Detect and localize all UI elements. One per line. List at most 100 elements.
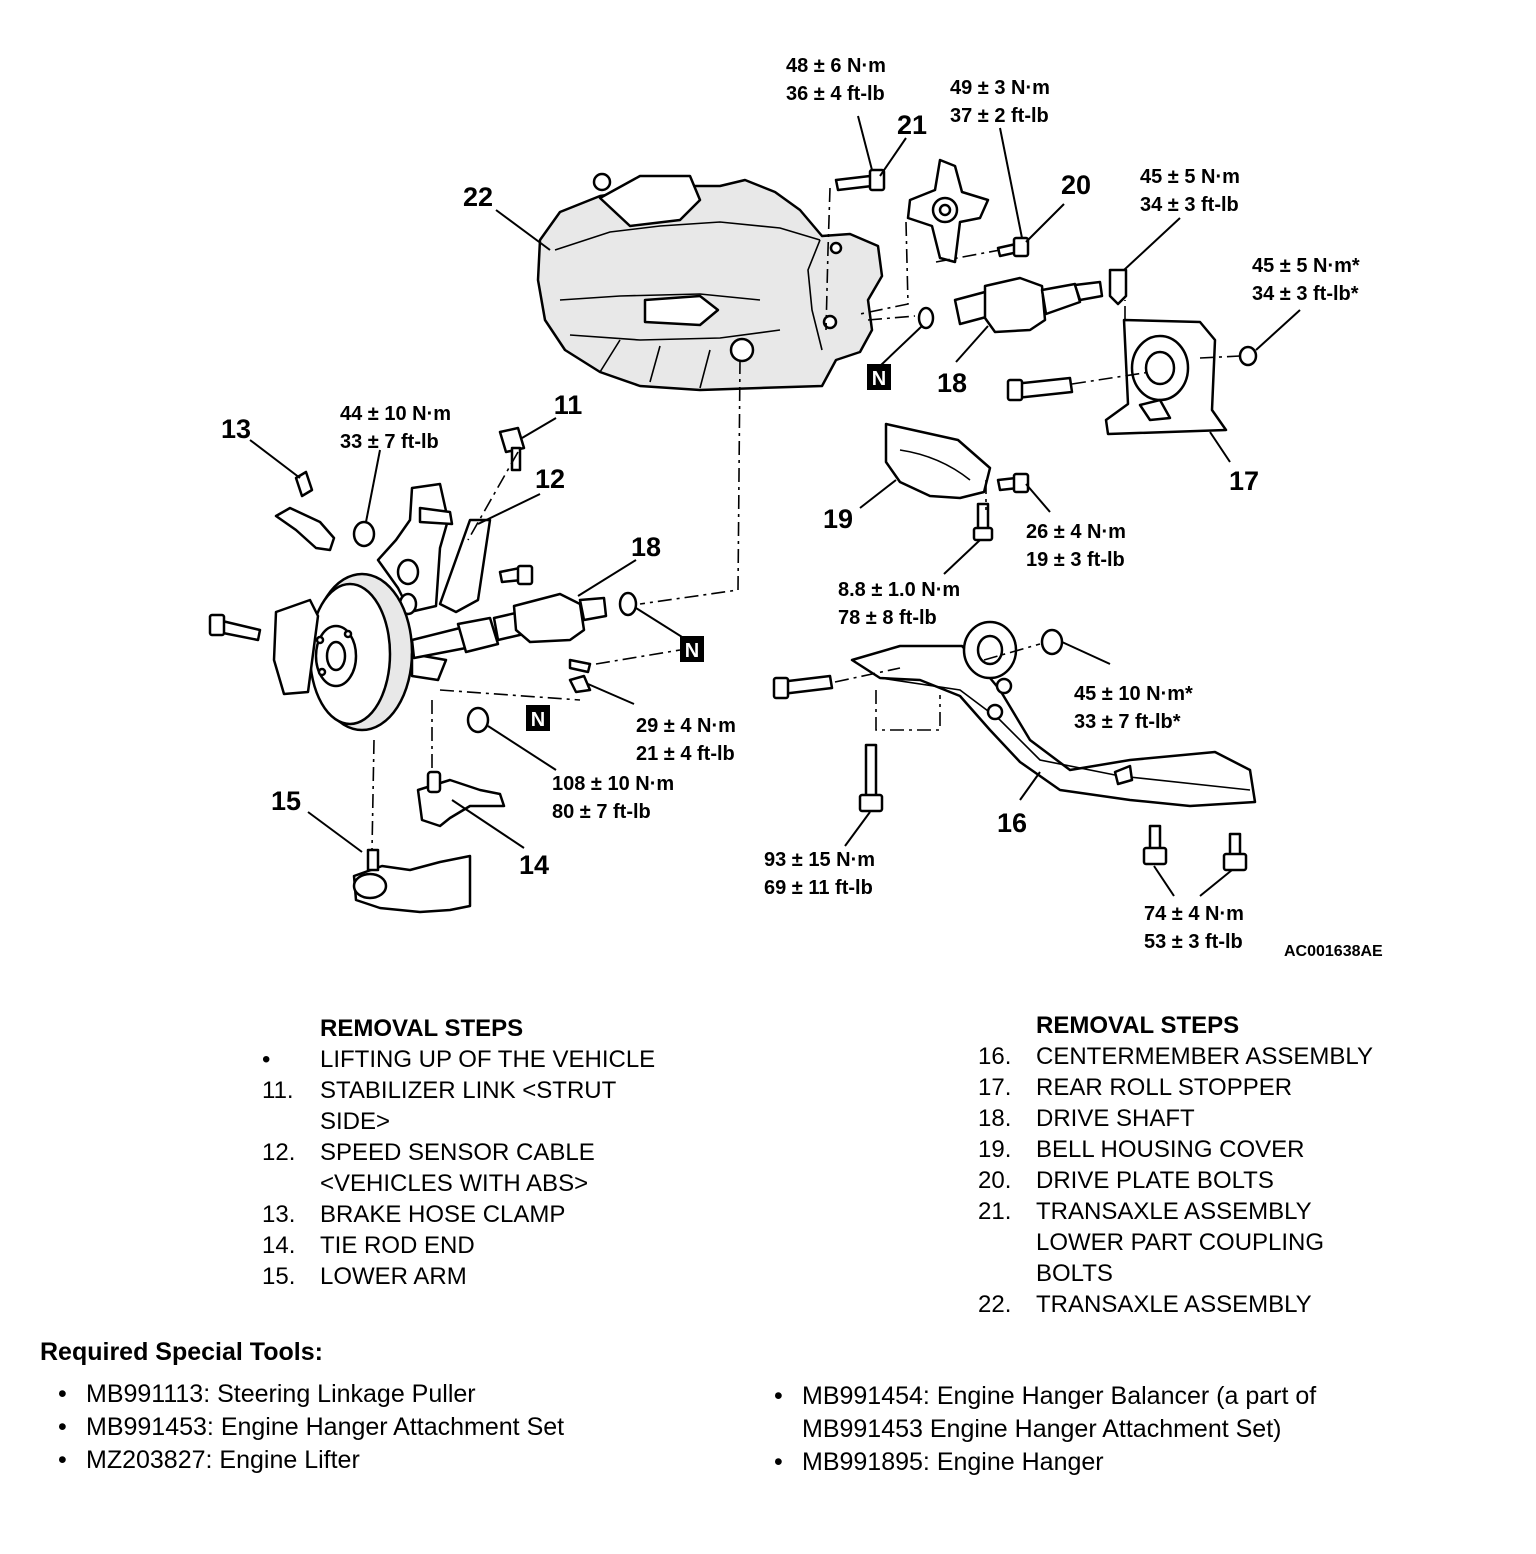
- list-item: 17. REAR ROLL STOPPER: [978, 1072, 1448, 1103]
- drive-plate-drawing: [906, 158, 990, 264]
- bell-housing-cover-drawing: [884, 422, 1030, 542]
- tool-text: MB991453: Engine Hanger Attachment Set: [86, 1413, 565, 1441]
- step-text: BELL HOUSING COVER: [1036, 1136, 1305, 1163]
- bullet-icon: •: [58, 1413, 67, 1441]
- assembly-dash-lines: [371, 187, 1241, 851]
- centermember-assembly-drawing: [772, 620, 1257, 872]
- list-item: 12. SPEED SENSOR CABLE <VEHICLES WITH AB…: [262, 1137, 722, 1199]
- torque-12-ftlb: 21 ± 4 ft-lb: [636, 743, 735, 765]
- torque-20-ftlb: 37 ± 2 ft-lb: [950, 105, 1049, 127]
- callout-21: 21: [897, 110, 927, 140]
- list-item: 16. CENTERMEMBER ASSEMBLY: [978, 1041, 1448, 1072]
- step-text-cont: SIDE>: [320, 1108, 391, 1135]
- step-number: 21.: [978, 1198, 1012, 1225]
- step-number: 16.: [978, 1043, 1012, 1070]
- step-number: 15.: [262, 1263, 296, 1290]
- torque-20-nm: 49 ± 3 N·m: [950, 77, 1050, 99]
- list-item: • MB991454: Engine Hanger Balancer (a pa…: [774, 1380, 1474, 1446]
- step-text: LIFTING UP OF THE VEHICLE: [320, 1046, 656, 1073]
- step-number: 18.: [978, 1105, 1012, 1132]
- torque-16c-nm: 74 ± 4 N·m: [1144, 903, 1244, 925]
- step-text-cont: <VEHICLES WITH ABS>: [320, 1170, 589, 1197]
- callout-17: 17: [1229, 466, 1259, 496]
- step-text: TRANSAXLE ASSEMBLY: [1036, 1198, 1312, 1225]
- step-text-cont: LOWER PART COUPLING: [1036, 1229, 1325, 1256]
- callout-14: 14: [519, 850, 549, 880]
- list-item: 22. TRANSAXLE ASSEMBLY: [978, 1289, 1448, 1320]
- drive-shaft-left-drawing: [410, 591, 638, 660]
- callout-12: 12: [535, 464, 565, 494]
- torque-19a-ftlb: 19 ± 3 ft-lb: [1026, 549, 1125, 571]
- torque-21-ftlb: 36 ± 4 ft-lb: [786, 83, 885, 105]
- torque-16c-ftlb: 53 ± 3 ft-lb: [1144, 931, 1243, 953]
- list-item: • MZ203827: Engine Lifter: [58, 1444, 718, 1477]
- list-item: 13. BRAKE HOSE CLAMP: [262, 1199, 722, 1230]
- callout-22: 22: [463, 182, 493, 212]
- rear-roll-stopper-drawing: [1006, 268, 1258, 436]
- tool-text: MB991895: Engine Hanger: [802, 1448, 1104, 1476]
- tools-list-right: • MB991454: Engine Hanger Balancer (a pa…: [774, 1380, 1474, 1479]
- step-number: 12.: [262, 1139, 296, 1166]
- tool-text: MB991454: Engine Hanger Balancer (a part…: [802, 1382, 1317, 1410]
- list-item: 14. TIE ROD END: [262, 1230, 722, 1261]
- list-item: • LIFTING UP OF THE VEHICLE: [262, 1044, 722, 1075]
- list-item: 19. BELL HOUSING COVER: [978, 1134, 1448, 1165]
- step-number: 13.: [262, 1201, 296, 1228]
- tool-text: MZ203827: Engine Lifter: [86, 1446, 360, 1474]
- step-text: DRIVE PLATE BOLTS: [1036, 1167, 1274, 1194]
- step-number: 14.: [262, 1232, 296, 1259]
- step-text: STABILIZER LINK <STRUT: [320, 1077, 617, 1104]
- step-number: 19.: [978, 1136, 1012, 1163]
- bolt-21-drawing: [834, 168, 886, 192]
- list-item: 11. STABILIZER LINK <STRUT SIDE>: [262, 1075, 722, 1137]
- bullet-icon: •: [774, 1382, 783, 1410]
- list-item: 21. TRANSAXLE ASSEMBLY LOWER PART COUPLI…: [978, 1196, 1448, 1289]
- tool-text-cont: MB991453 Engine Hanger Attachment Set): [802, 1415, 1282, 1443]
- removal-steps-left-header: REMOVAL STEPS: [320, 1015, 524, 1042]
- callout-16: 16: [997, 808, 1027, 838]
- transaxle-assembly-drawing: [536, 172, 884, 392]
- bullet-icon: •: [774, 1448, 783, 1476]
- callout-18-left: 18: [631, 532, 661, 562]
- torque-17b-ftlb: 34 ± 3 ft-lb*: [1252, 283, 1359, 305]
- bullet-icon: •: [58, 1446, 67, 1474]
- torque-16a-nm: 45 ± 10 N·m*: [1074, 683, 1193, 705]
- exploded-view-diagram: N N N 22 21 20 18 17 19 16 13 11 12 18 1…: [208, 55, 1383, 960]
- callout-numbers: 22 21 20 18 17 19 16 13 11 12 18 15 14: [221, 110, 1259, 880]
- step-text: LOWER ARM: [320, 1263, 467, 1290]
- torque-14-nm: 108 ± 10 N·m: [552, 773, 674, 795]
- callout-19: 19: [823, 504, 853, 534]
- tools-list-left: • MB991113: Steering Linkage Puller • MB…: [58, 1378, 718, 1477]
- step-text: TRANSAXLE ASSEMBLY: [1036, 1291, 1312, 1318]
- nut-marker-1: N: [872, 368, 886, 390]
- step-text: TIE ROD END: [320, 1232, 475, 1259]
- nut-marker-2: N: [685, 640, 699, 662]
- removal-steps-right: REMOVAL STEPS 16. CENTERMEMBER ASSEMBLY …: [978, 1010, 1448, 1320]
- torque-16b-ftlb: 69 ± 11 ft-lb: [764, 877, 873, 899]
- step-number: 11.: [262, 1077, 294, 1104]
- step-text: SPEED SENSOR CABLE: [320, 1139, 595, 1166]
- torque-16b-nm: 93 ± 15 N·m: [764, 849, 875, 871]
- leader-lines: [249, 115, 1301, 897]
- torque-19b-ftlb: 78 ± 8 ft-lb: [838, 607, 937, 629]
- torque-12-nm: 29 ± 4 N·m: [636, 715, 736, 737]
- list-item: 15. LOWER ARM: [262, 1261, 722, 1292]
- step-text: CENTERMEMBER ASSEMBLY: [1036, 1043, 1373, 1070]
- tools-title: Required Special Tools:: [40, 1338, 323, 1366]
- torque-17b-nm: 45 ± 5 N·m*: [1252, 255, 1360, 277]
- callout-11: 11: [554, 390, 583, 420]
- torque-14-ftlb: 80 ± 7 ft-lb: [552, 801, 651, 823]
- list-item: 20. DRIVE PLATE BOLTS: [978, 1165, 1448, 1196]
- torque-11-ftlb: 33 ± 7 ft-lb: [340, 431, 439, 453]
- step-number: 20.: [978, 1167, 1012, 1194]
- step-number: 22.: [978, 1291, 1012, 1318]
- step-text: DRIVE SHAFT: [1036, 1105, 1195, 1132]
- torque-19a-nm: 26 ± 4 N·m: [1026, 521, 1126, 543]
- step-number: 17.: [978, 1074, 1012, 1101]
- list-item: • MB991895: Engine Hanger: [774, 1446, 1474, 1479]
- drive-shaft-right-drawing: [917, 276, 1104, 334]
- callout-13: 13: [221, 414, 251, 444]
- list-item: • MB991113: Steering Linkage Puller: [58, 1378, 718, 1411]
- nut-marker-3: N: [531, 709, 545, 731]
- list-item: 18. DRIVE SHAFT: [978, 1103, 1448, 1134]
